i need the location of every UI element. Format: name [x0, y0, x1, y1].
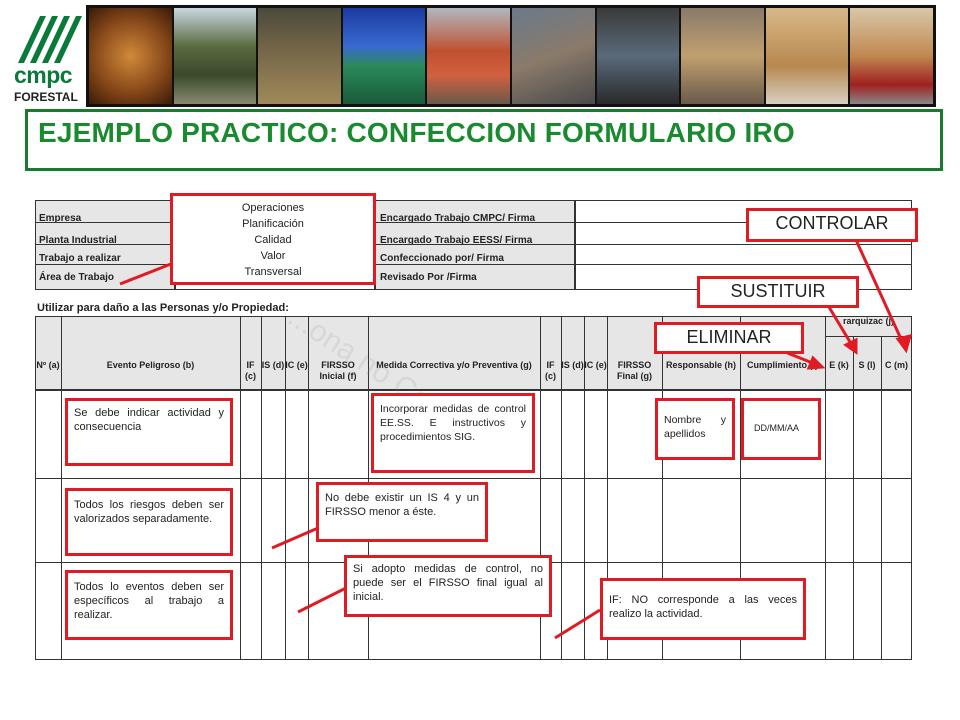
area-option: Transversal: [244, 266, 302, 278]
header-firsso-inicial: FIRSSO Inicial (f): [319, 360, 357, 381]
label-confeccionado: Confeccionado por/ Firma: [380, 253, 504, 264]
header-e: E (k): [829, 360, 849, 370]
callout-is4: No debe existir un IS 4 y un FIRSSO meno…: [316, 482, 488, 542]
label-trabajo: Trabajo a realizar: [39, 253, 121, 264]
page-title: EJEMPLO PRACTICO: CONFECCION FORMULARIO …: [38, 117, 795, 148]
header-medida: Medida Correctiva y/o Preventiva (g): [376, 360, 532, 370]
callout-riesgos: Todos los riesgos deben ser valorizados …: [65, 488, 233, 556]
callout-area-options: Operaciones Planificación Calidad Valor …: [170, 193, 376, 285]
callout-nombre: Nombre y apellidos: [655, 398, 735, 460]
header-if-final: IF (c): [545, 360, 556, 381]
callout-sustituir: SUSTITUIR: [697, 276, 859, 308]
label-encargado-cmpc: Encargado Trabajo CMPC/ Firma: [380, 213, 536, 224]
header-cumplimiento: Cumplimiento (i): [747, 360, 818, 370]
callout-indicar: Se debe indicar actividad y consecuencia: [65, 398, 233, 466]
header-is-final: IS (d): [561, 360, 584, 370]
deer-forest-photo: [258, 8, 343, 104]
callout-eventos: Todos lo eventos deben ser específicos a…: [65, 570, 233, 640]
logo-subtitle: FORESTAL: [14, 90, 78, 104]
forklift-photo: [850, 8, 933, 104]
fecha-text: DD/MM/AA: [754, 423, 799, 433]
machinery-photo: [596, 8, 682, 104]
title-box: [25, 109, 943, 171]
plantation-photo: [342, 8, 428, 104]
header-c: C (m): [885, 360, 908, 370]
cmpc-logo: [10, 8, 86, 108]
callout-firsso: Si adopto medidas de control, no puede s…: [344, 555, 552, 617]
logo-wordmark: cmpc: [14, 62, 73, 88]
header-if-inicial: IF (c): [245, 360, 256, 381]
info-labels-right: [375, 200, 575, 290]
label-planta: Planta Industrial: [39, 235, 117, 246]
header-responsable: Responsable (h): [665, 360, 736, 370]
callout-if: IF: NO corresponde a las veces realizo l…: [600, 578, 806, 640]
sawmill-photo: [681, 8, 766, 104]
header-is-inicial: IS (d): [261, 360, 285, 370]
area-option: Operaciones: [241, 202, 305, 214]
header-ic-final: IC (e): [584, 360, 607, 370]
callout-controlar: CONTROLAR: [746, 208, 918, 242]
workers-photo: [427, 8, 512, 104]
forest-road-photo: [173, 8, 259, 104]
label-area: Área de Trabajo: [39, 272, 115, 283]
logs-photo: [511, 8, 597, 104]
photo-strip: [86, 5, 936, 107]
label-empresa: Empresa: [39, 213, 82, 224]
section-label: Utilizar para daño a las Personas y/o Pr…: [37, 302, 289, 314]
label-encargado-eess: Encargado Trabajo EESS/ Firma: [380, 235, 533, 246]
callout-fecha: DD/MM/AA: [741, 398, 821, 460]
pine-cone-photo: [89, 8, 174, 104]
header-firsso-final: FIRSSO Final (g): [617, 360, 652, 381]
header-jerarquizacion: rarquizac (j): [842, 316, 894, 326]
header-ic-inicial: IC (e): [285, 360, 308, 370]
label-revisado: Revisado Por /Firma: [380, 272, 477, 283]
header-evento: Evento Peligroso (b): [106, 360, 195, 370]
area-option: Calidad: [254, 234, 292, 246]
callout-medidas: Incorporar medidas de control EE.SS. E i…: [371, 393, 535, 473]
lumber-stacks-photo: [765, 8, 851, 104]
header-num: Nº (a): [36, 360, 60, 370]
callout-eliminar: ELIMINAR: [654, 322, 804, 354]
area-option: Planificación: [242, 218, 304, 230]
area-option: Valor: [260, 250, 286, 262]
header-s: S (l): [858, 360, 876, 370]
